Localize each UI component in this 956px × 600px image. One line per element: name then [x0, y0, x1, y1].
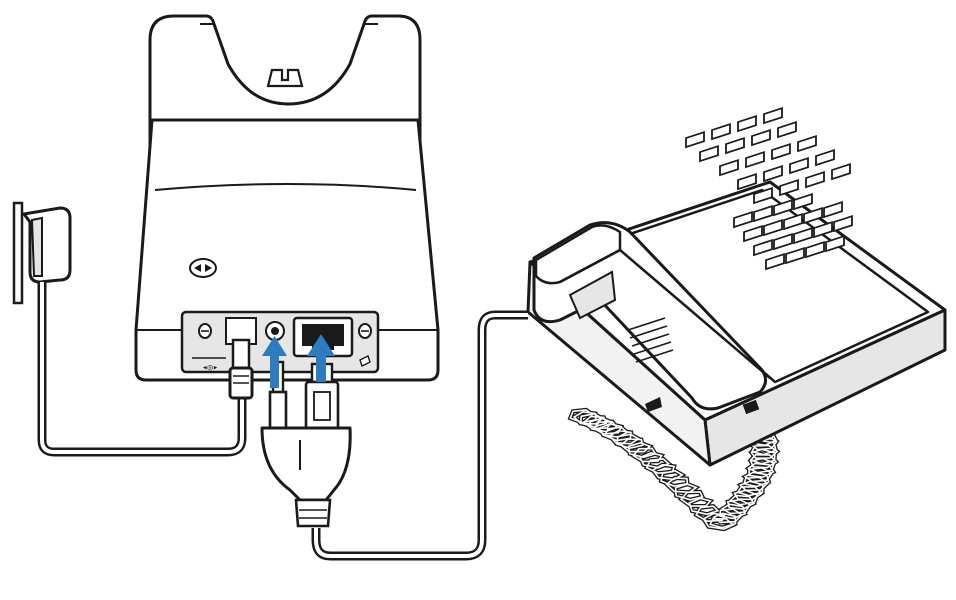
power-dc-icon: ◂◎▸ — [202, 363, 218, 373]
keypad-key — [763, 219, 783, 237]
screw-right — [358, 323, 372, 339]
keypad-key — [753, 205, 773, 223]
power-adapter — [12, 201, 247, 457]
screw-left — [198, 323, 212, 339]
headset-base: ◂◎▸ — [134, 14, 440, 382]
keypad-key — [719, 159, 739, 177]
keypad-key — [805, 171, 825, 189]
coiled-cord — [567, 407, 781, 532]
keypad-key — [733, 211, 753, 229]
arrow-telephone — [307, 334, 335, 382]
keypad-key — [763, 165, 783, 183]
keypad-key — [815, 149, 835, 167]
adapter-body — [21, 206, 72, 284]
phone-jack-icon — [359, 355, 371, 367]
keypad-key — [773, 233, 793, 251]
keypad-key — [725, 137, 745, 155]
keypad-key — [753, 239, 773, 257]
keypad — [685, 107, 853, 271]
keypad-key — [711, 123, 731, 141]
keypad-key — [831, 163, 851, 181]
keypad-key — [751, 129, 771, 147]
keypad-key — [699, 145, 719, 163]
keypad-key — [737, 115, 757, 133]
keypad-key — [771, 143, 791, 161]
keypad-key — [785, 247, 805, 265]
keypad-key — [797, 135, 817, 153]
keypad-key — [793, 227, 813, 245]
keypad-key — [737, 173, 757, 191]
desk-telephone — [526, 107, 947, 467]
svg-text:◂◎▸: ◂◎▸ — [202, 363, 218, 373]
insert-arrows — [262, 334, 335, 388]
keypad-key — [745, 151, 765, 169]
splitter-body — [260, 426, 352, 502]
keypad-key — [779, 179, 799, 197]
charging-contacts — [266, 68, 304, 88]
wall-outlet — [12, 201, 24, 305]
keypad-key — [825, 235, 845, 253]
keypad-key — [743, 225, 763, 243]
arrow-audio — [262, 336, 287, 388]
keypad-key — [765, 253, 785, 271]
keypad-key — [793, 193, 813, 211]
keypad-key — [833, 215, 853, 233]
keypad-key — [763, 107, 783, 125]
keypad-key — [783, 213, 803, 231]
subscribe-icon — [189, 258, 217, 278]
keypad-key — [823, 201, 843, 219]
keypad-key — [805, 241, 825, 259]
keypad-key — [753, 187, 773, 205]
keypad-key — [789, 157, 809, 175]
coil-inner — [569, 409, 779, 530]
keypad-key — [777, 121, 797, 139]
keypad-key — [773, 199, 793, 217]
keypad-key — [803, 207, 823, 225]
keypad-key — [685, 131, 705, 149]
handset — [532, 221, 767, 411]
keypad-key — [813, 221, 833, 239]
power-plug — [228, 338, 254, 400]
